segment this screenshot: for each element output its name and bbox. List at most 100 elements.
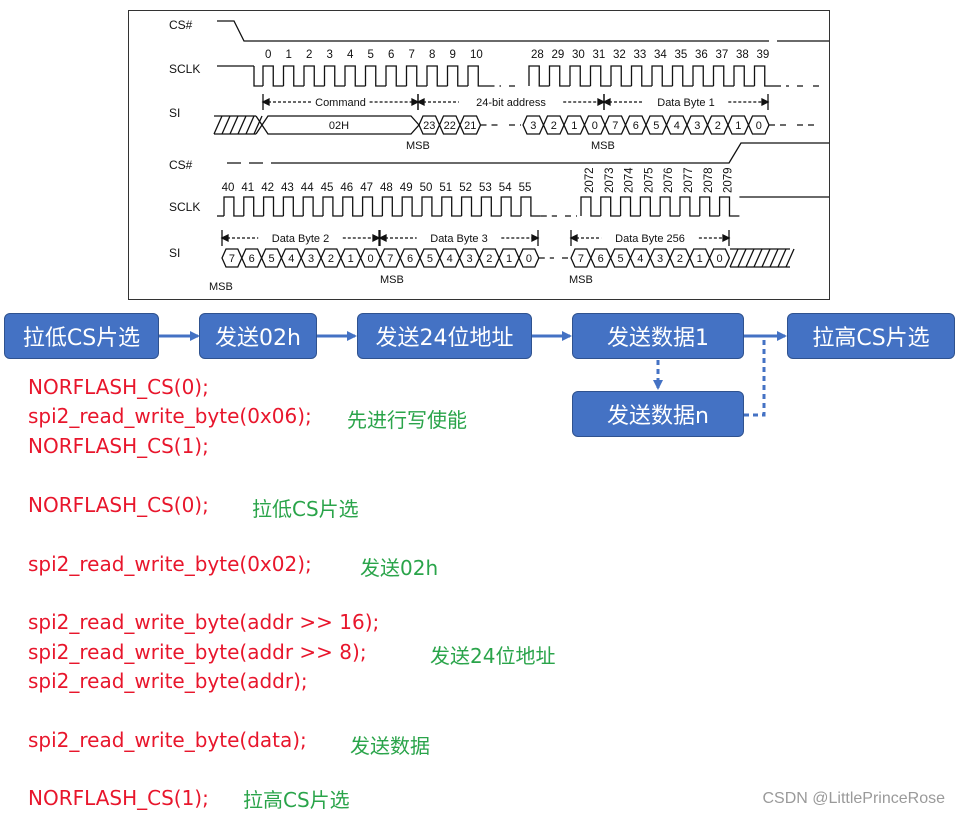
row1-clock-number: 35 <box>675 49 688 61</box>
comment-send-data: 发送数据 <box>350 734 430 758</box>
row1-data1-cell-label: 2 <box>715 120 721 132</box>
row2-clock-number: 49 <box>400 182 413 194</box>
row1-data1-cell-label: 5 <box>653 120 659 132</box>
row2-data3-cell-label: 7 <box>387 253 393 265</box>
code-line-addr-0: spi2_read_write_byte(addr); <box>28 669 308 693</box>
row1-sclk-idle <box>217 65 263 87</box>
row2-data2-cell-label: 5 <box>268 253 274 265</box>
row2-msb-label-3: MSB <box>569 274 593 286</box>
row2-data256-cell-label: 7 <box>578 253 584 265</box>
row1-addr-low-cell-label: 2 <box>551 120 557 132</box>
flow-box-send-address: 发送24位地址 <box>357 313 532 359</box>
row2-data256-cell-label: 2 <box>677 253 683 265</box>
code-line-cs0-b: NORFLASH_CS(0); <box>28 493 209 517</box>
row1-clock-number: 29 <box>552 49 565 61</box>
watermark: CSDN @LittlePrinceRose <box>762 790 945 807</box>
row1-command-dim-label: Command <box>315 97 366 109</box>
row1-data1-dim-label: Data Byte 1 <box>657 97 714 109</box>
row1-address-dim-label: 24-bit address <box>476 97 546 109</box>
row1-clock-number: 28 <box>531 49 544 61</box>
row1-data1-cell-label: 4 <box>674 120 680 132</box>
flow-box-cs-high: 拉高CS片选 <box>787 313 955 359</box>
comment-write-enable: 先进行写使能 <box>347 408 467 432</box>
row1-sclk-pulses-b <box>528 65 775 87</box>
row1-sclk-label: SCLK <box>169 62 200 76</box>
flow-box-send-data-n: 发送数据n <box>572 391 744 437</box>
row2-data3-dim-label: Data Byte 3 <box>430 233 487 245</box>
row2-data3-cell-label: 5 <box>427 253 433 265</box>
row2-clock-number: 52 <box>459 182 472 194</box>
row1-command-value: 02H <box>329 120 349 132</box>
row2-data3-cell-label: 1 <box>506 253 512 265</box>
row2-msb-label-2: MSB <box>380 274 404 286</box>
row1-addr-high-cell-label: 22 <box>444 120 456 132</box>
row2-data2-cell-label: 0 <box>367 253 373 265</box>
row1-msb-label-1: MSB <box>406 140 430 152</box>
comment-send-address: 发送24位地址 <box>430 644 556 668</box>
row1-clock-number: 9 <box>450 49 456 61</box>
code-line-cs0-a: NORFLASH_CS(0); <box>28 375 209 399</box>
row2-clock-number-vertical: 2078 <box>703 167 715 193</box>
row2-cs-label: CS# <box>169 158 193 172</box>
row1-clock-number: 34 <box>654 49 667 61</box>
code-line-send-cmd: spi2_read_write_byte(0x02); <box>28 552 312 576</box>
code-line-addr-16: spi2_read_write_byte(addr >> 16); <box>28 610 380 634</box>
row1-clock-number: 33 <box>634 49 647 61</box>
row1-clock-number: 2 <box>306 49 312 61</box>
code-line-addr-8: spi2_read_write_byte(addr >> 8); <box>28 640 367 664</box>
row1-clock-number: 37 <box>716 49 729 61</box>
row2-clock-number: 53 <box>479 182 492 194</box>
row1-clock-number: 0 <box>265 49 271 61</box>
row1-data1-dim-heads <box>602 97 770 107</box>
row2-cs-signal <box>227 142 829 164</box>
row2-data2-cell-label: 1 <box>348 253 354 265</box>
row1-clock-number: 1 <box>286 49 292 61</box>
row1-clock-number: 4 <box>347 49 354 61</box>
row2-clock-number-vertical: 2072 <box>584 167 596 193</box>
code-line-cs1-b: NORFLASH_CS(1); <box>28 786 209 810</box>
row1-addr-high-cell-label: 21 <box>464 120 476 132</box>
row1-addr-low-cell-label: 1 <box>571 120 577 132</box>
row1-clock-number: 36 <box>695 49 708 61</box>
row2-data256-cell <box>708 248 731 268</box>
row1-clock-number: 7 <box>409 49 415 61</box>
row1-data1-cell-label: 1 <box>735 120 741 132</box>
row2-data3-cell-label: 0 <box>526 253 532 265</box>
row2-clock-number: 43 <box>281 182 294 194</box>
row1-clock-number: 5 <box>368 49 374 61</box>
row2-msb-label-1: MSB <box>209 281 233 293</box>
row1-si-label: SI <box>169 106 180 120</box>
row2-clock-number: 46 <box>340 182 353 194</box>
row2-data3-cell-label: 6 <box>407 253 413 265</box>
row2-si-hatch <box>730 248 790 268</box>
row1-data1-cell-label: 3 <box>694 120 700 132</box>
row2-clock-number-vertical: 2074 <box>624 167 636 193</box>
row1-clock-number: 6 <box>388 49 394 61</box>
row2-data2-cell-label: 3 <box>308 253 314 265</box>
row2-data256-cell-label: 6 <box>598 253 604 265</box>
row2-clock-number: 48 <box>380 182 393 194</box>
row2-data2-cell-label: 6 <box>249 253 255 265</box>
row1-cs-label: CS# <box>169 18 193 32</box>
row2-sclk-label: SCLK <box>169 200 200 214</box>
code-line-write-enable: spi2_read_write_byte(0x06); <box>28 404 312 428</box>
row2-data256-dim-heads <box>569 233 731 243</box>
row2-clock-number: 50 <box>420 182 433 194</box>
row1-clock-number: 10 <box>470 49 483 61</box>
row2-sclk-pulses-a <box>223 196 541 217</box>
row2-clock-number-vertical: 2076 <box>663 167 675 193</box>
row2-data3-cell-label: 4 <box>447 253 453 265</box>
row2-clock-number: 55 <box>519 182 532 194</box>
row1-data1-cell-label: 6 <box>633 120 639 132</box>
row2-data2-cell-label: 7 <box>229 253 235 265</box>
row1-cs-signal <box>217 20 829 42</box>
row2-si-label: SI <box>169 246 180 260</box>
row1-addr-low-cell-label: 0 <box>592 120 598 132</box>
flow-connectors <box>159 331 787 417</box>
row1-clock-number: 30 <box>572 49 585 61</box>
row2-data256-cell-label: 1 <box>697 253 703 265</box>
row2-data3-dim-heads <box>378 233 540 243</box>
row2-si-hatch <box>729 248 795 268</box>
row2-data256-cell-label: 3 <box>657 253 663 265</box>
row2-clock-number: 54 <box>499 182 512 194</box>
